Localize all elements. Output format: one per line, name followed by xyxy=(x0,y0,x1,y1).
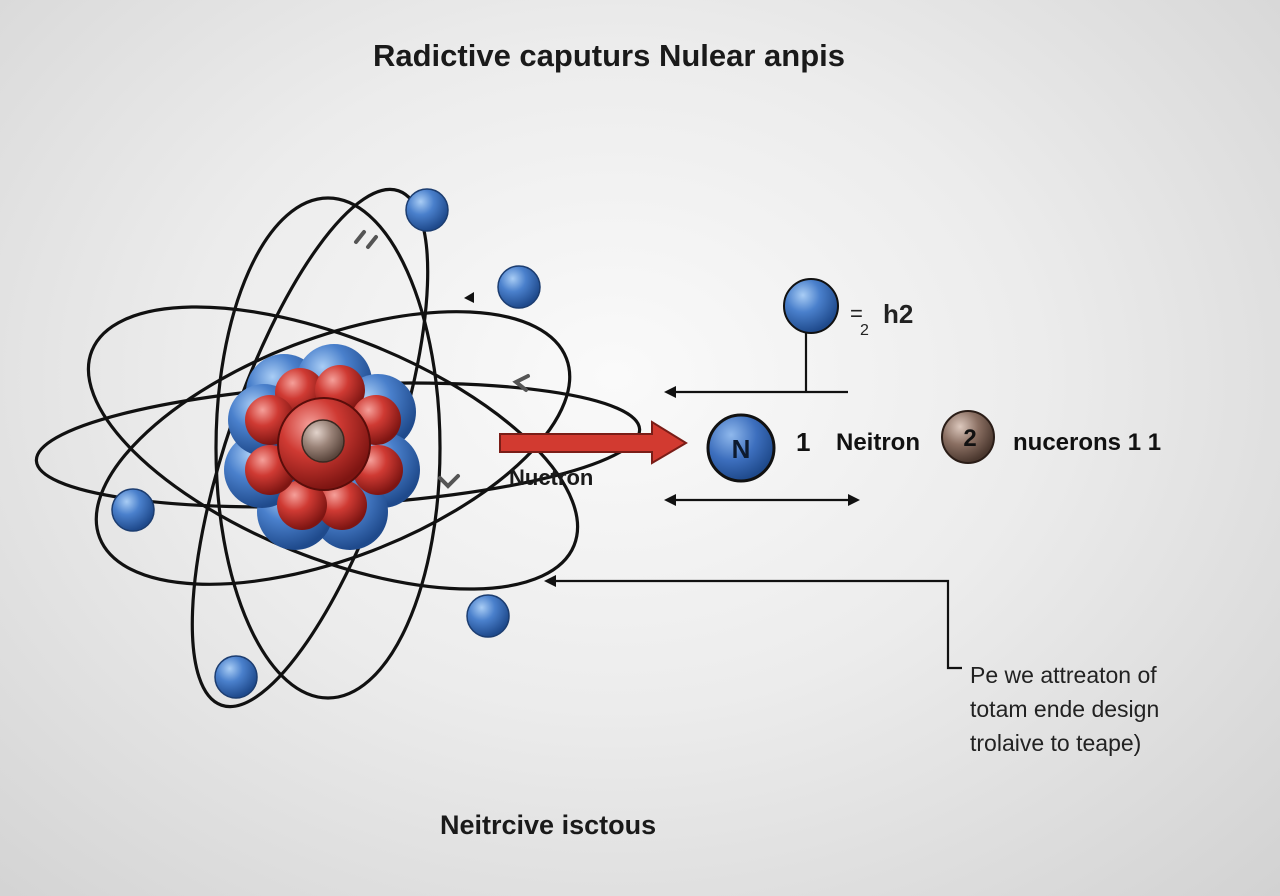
orbit-chevron-mark-2 xyxy=(438,474,460,489)
orbit-arrowhead xyxy=(464,292,474,303)
orbit-tick-mark xyxy=(354,230,378,249)
orbit-vertical xyxy=(214,196,442,700)
equals-subscript: 2 xyxy=(860,322,869,339)
callout-note-line: Pe we attreaton of xyxy=(970,662,1157,688)
h2-label: h2 xyxy=(883,299,914,329)
nucleon-sphere xyxy=(941,410,995,464)
electron xyxy=(405,188,449,232)
orbit-tilted-right xyxy=(94,310,572,586)
orbit-chevron-mark xyxy=(512,374,530,392)
footer-caption: Neitrcive isctous xyxy=(440,810,657,840)
nucleus xyxy=(224,344,420,550)
callout-note-line: totam ende design xyxy=(970,696,1160,722)
n-neutron-sphere xyxy=(706,413,776,483)
electron xyxy=(214,655,258,699)
nucleons-label: nucerons 1 1 xyxy=(1013,429,1162,456)
arrowhead-right xyxy=(848,494,860,506)
callout-note: Pe we attreaton of totam ende design tro… xyxy=(970,658,1159,760)
callout-note-line: trolaive to teape) xyxy=(970,730,1142,756)
electron xyxy=(111,488,155,532)
n-symbol: N xyxy=(732,434,751,464)
proton-sphere xyxy=(317,480,367,530)
incoming-neutron-arrow xyxy=(499,420,688,465)
equals-sign: = xyxy=(850,301,863,326)
nucleus-core xyxy=(301,419,345,463)
page-title: Radictive caputurs Nulear anpis xyxy=(372,38,846,73)
callout-line xyxy=(552,579,962,670)
neutron-label: Nuctron xyxy=(509,465,594,490)
neitron-label: Neitron xyxy=(836,429,920,456)
electron xyxy=(497,265,541,309)
free-electron-sphere xyxy=(783,278,839,334)
proton-sphere xyxy=(277,480,327,530)
nucleon-number: 2 xyxy=(963,425,976,452)
arrowhead-left xyxy=(664,494,676,506)
number-one-label: 1 xyxy=(796,427,811,457)
orbit-tilted-left xyxy=(86,305,580,591)
electron xyxy=(466,594,510,638)
arrowhead-left xyxy=(664,386,676,398)
arrowhead-left xyxy=(544,575,556,587)
